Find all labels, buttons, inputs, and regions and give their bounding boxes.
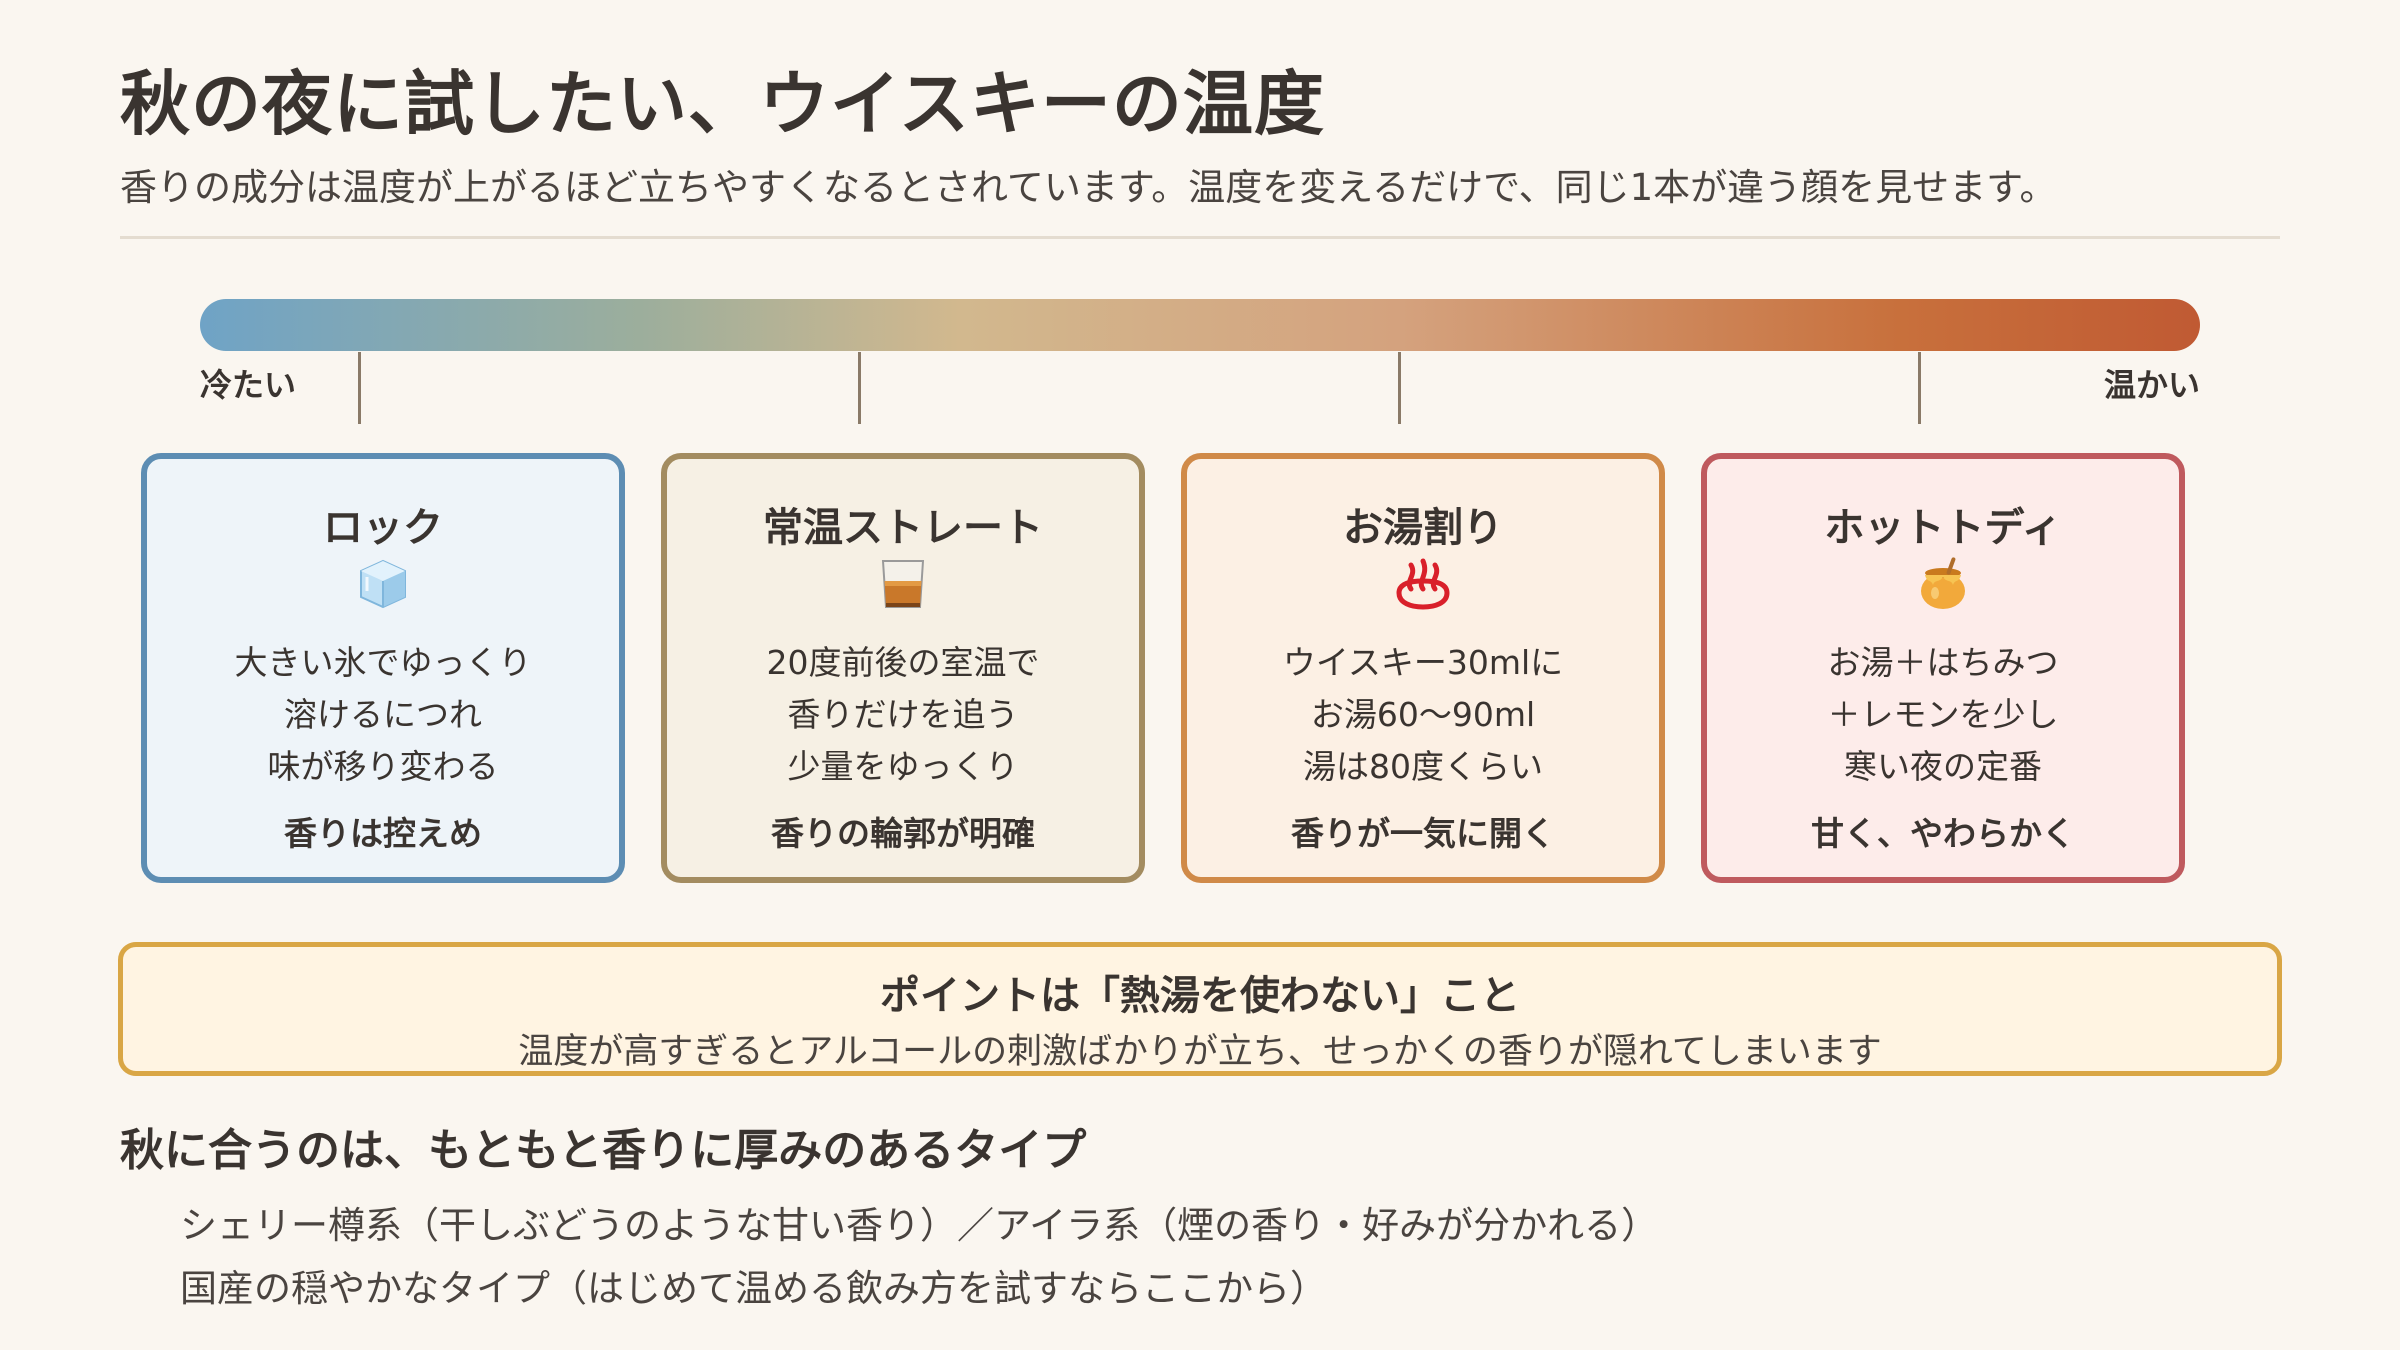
honey-pot-icon (1921, 557, 1965, 609)
callout-title: ポイントは「熱湯を使わない」こと (880, 973, 1520, 1019)
scale-tick-hot-toddy (1918, 352, 1921, 424)
temperature-gradient-bar (200, 299, 2200, 351)
card-title: 常温ストレート (763, 505, 1043, 551)
card-line: お湯60〜90ml (1310, 695, 1536, 734)
page-title: 秋の夜に試したい、ウイスキーの温度 (120, 63, 1325, 145)
card-hot-toddy: ホットトディ お湯＋はちみつ ＋レモンを少し 寒い夜の定番 甘く、やわらかく (1701, 453, 2185, 883)
card-line: 大きい氷でゆっくり (234, 643, 532, 682)
card-line: 味が移り変わる (267, 747, 499, 786)
card-line: ウイスキー30mlに (1282, 643, 1564, 682)
card-line: ＋レモンを少し (1827, 695, 2059, 734)
page-subtitle: 香りの成分は温度が上がるほど立ちやすくなるとされています。温度を変えるだけで、同… (120, 166, 2057, 209)
card-key-point: 甘く、やわらかく (1811, 814, 2075, 853)
point-callout: ポイントは「熱湯を使わない」こと 温度が高すぎるとアルコールの刺激ばかりが立ち、… (118, 942, 2282, 1076)
card-description: 20度前後の室温で 香りだけを追う 少量をゆっくり (667, 637, 1139, 793)
card-key-point: 香りの輪郭が明確 (771, 814, 1035, 853)
scale-tick-straight (858, 352, 861, 424)
card-description: 大きい氷でゆっくり 溶けるにつれ 味が移り変わる (147, 637, 619, 793)
whiskey-glass-icon (881, 560, 925, 608)
card-line: 20度前後の室温で (766, 643, 1040, 682)
card-straight: 常温ストレート 20度前後の室温で 香りだけを追う 少量をゆっくり 香りの輪郭が… (661, 453, 1145, 883)
scale-tick-rock (358, 352, 361, 424)
hot-springs-icon (1396, 558, 1450, 610)
card-title: お湯割り (1343, 505, 1503, 551)
recommendation-item: 国産の穏やかなタイプ（はじめて温める飲み方を試すならここから） (180, 1267, 1327, 1310)
callout-text: 温度が高すぎるとアルコールの刺激ばかりが立ち、せっかくの香りが隠れてしまいます (518, 1032, 1882, 1072)
card-line: 溶けるにつれ (284, 695, 482, 734)
card-description: お湯＋はちみつ ＋レモンを少し 寒い夜の定番 (1707, 637, 2179, 793)
scale-label-warm: 温かい (2103, 366, 2200, 404)
scale-label-cold: 冷たい (200, 366, 297, 404)
card-line: お湯＋はちみつ (1827, 643, 2059, 682)
ice-cube-icon (360, 559, 406, 609)
card-line: 湯は80度くらい (1303, 747, 1543, 786)
recommendation-item: シェリー樽系（干しぶどうのような甘い香り）／アイラ系（煙の香り・好みが分かれる） (180, 1204, 1659, 1247)
divider (120, 236, 2280, 239)
card-title: ホットトディ (1824, 505, 2062, 551)
recommendation-heading: 秋に合うのは、もともと香りに厚みのあるタイプ (120, 1125, 1087, 1176)
card-key-point: 香りは控えめ (284, 814, 482, 853)
card-line: 香りだけを追う (787, 695, 1019, 734)
scale-tick-oyuwari (1398, 352, 1401, 424)
card-title: ロック (323, 505, 443, 551)
card-key-point: 香りが一気に開く (1291, 814, 1555, 853)
card-oyuwari: お湯割り ウイスキー30mlに お湯60〜90ml 湯は80度くらい 香りが一気… (1181, 453, 1665, 883)
card-rock: ロック 大きい氷でゆっくり 溶けるにつれ 味が移り変わる 香りは控えめ (141, 453, 625, 883)
card-line: 少量をゆっくり (787, 747, 1019, 786)
card-description: ウイスキー30mlに お湯60〜90ml 湯は80度くらい (1187, 637, 1659, 793)
card-line: 寒い夜の定番 (1844, 747, 2042, 786)
